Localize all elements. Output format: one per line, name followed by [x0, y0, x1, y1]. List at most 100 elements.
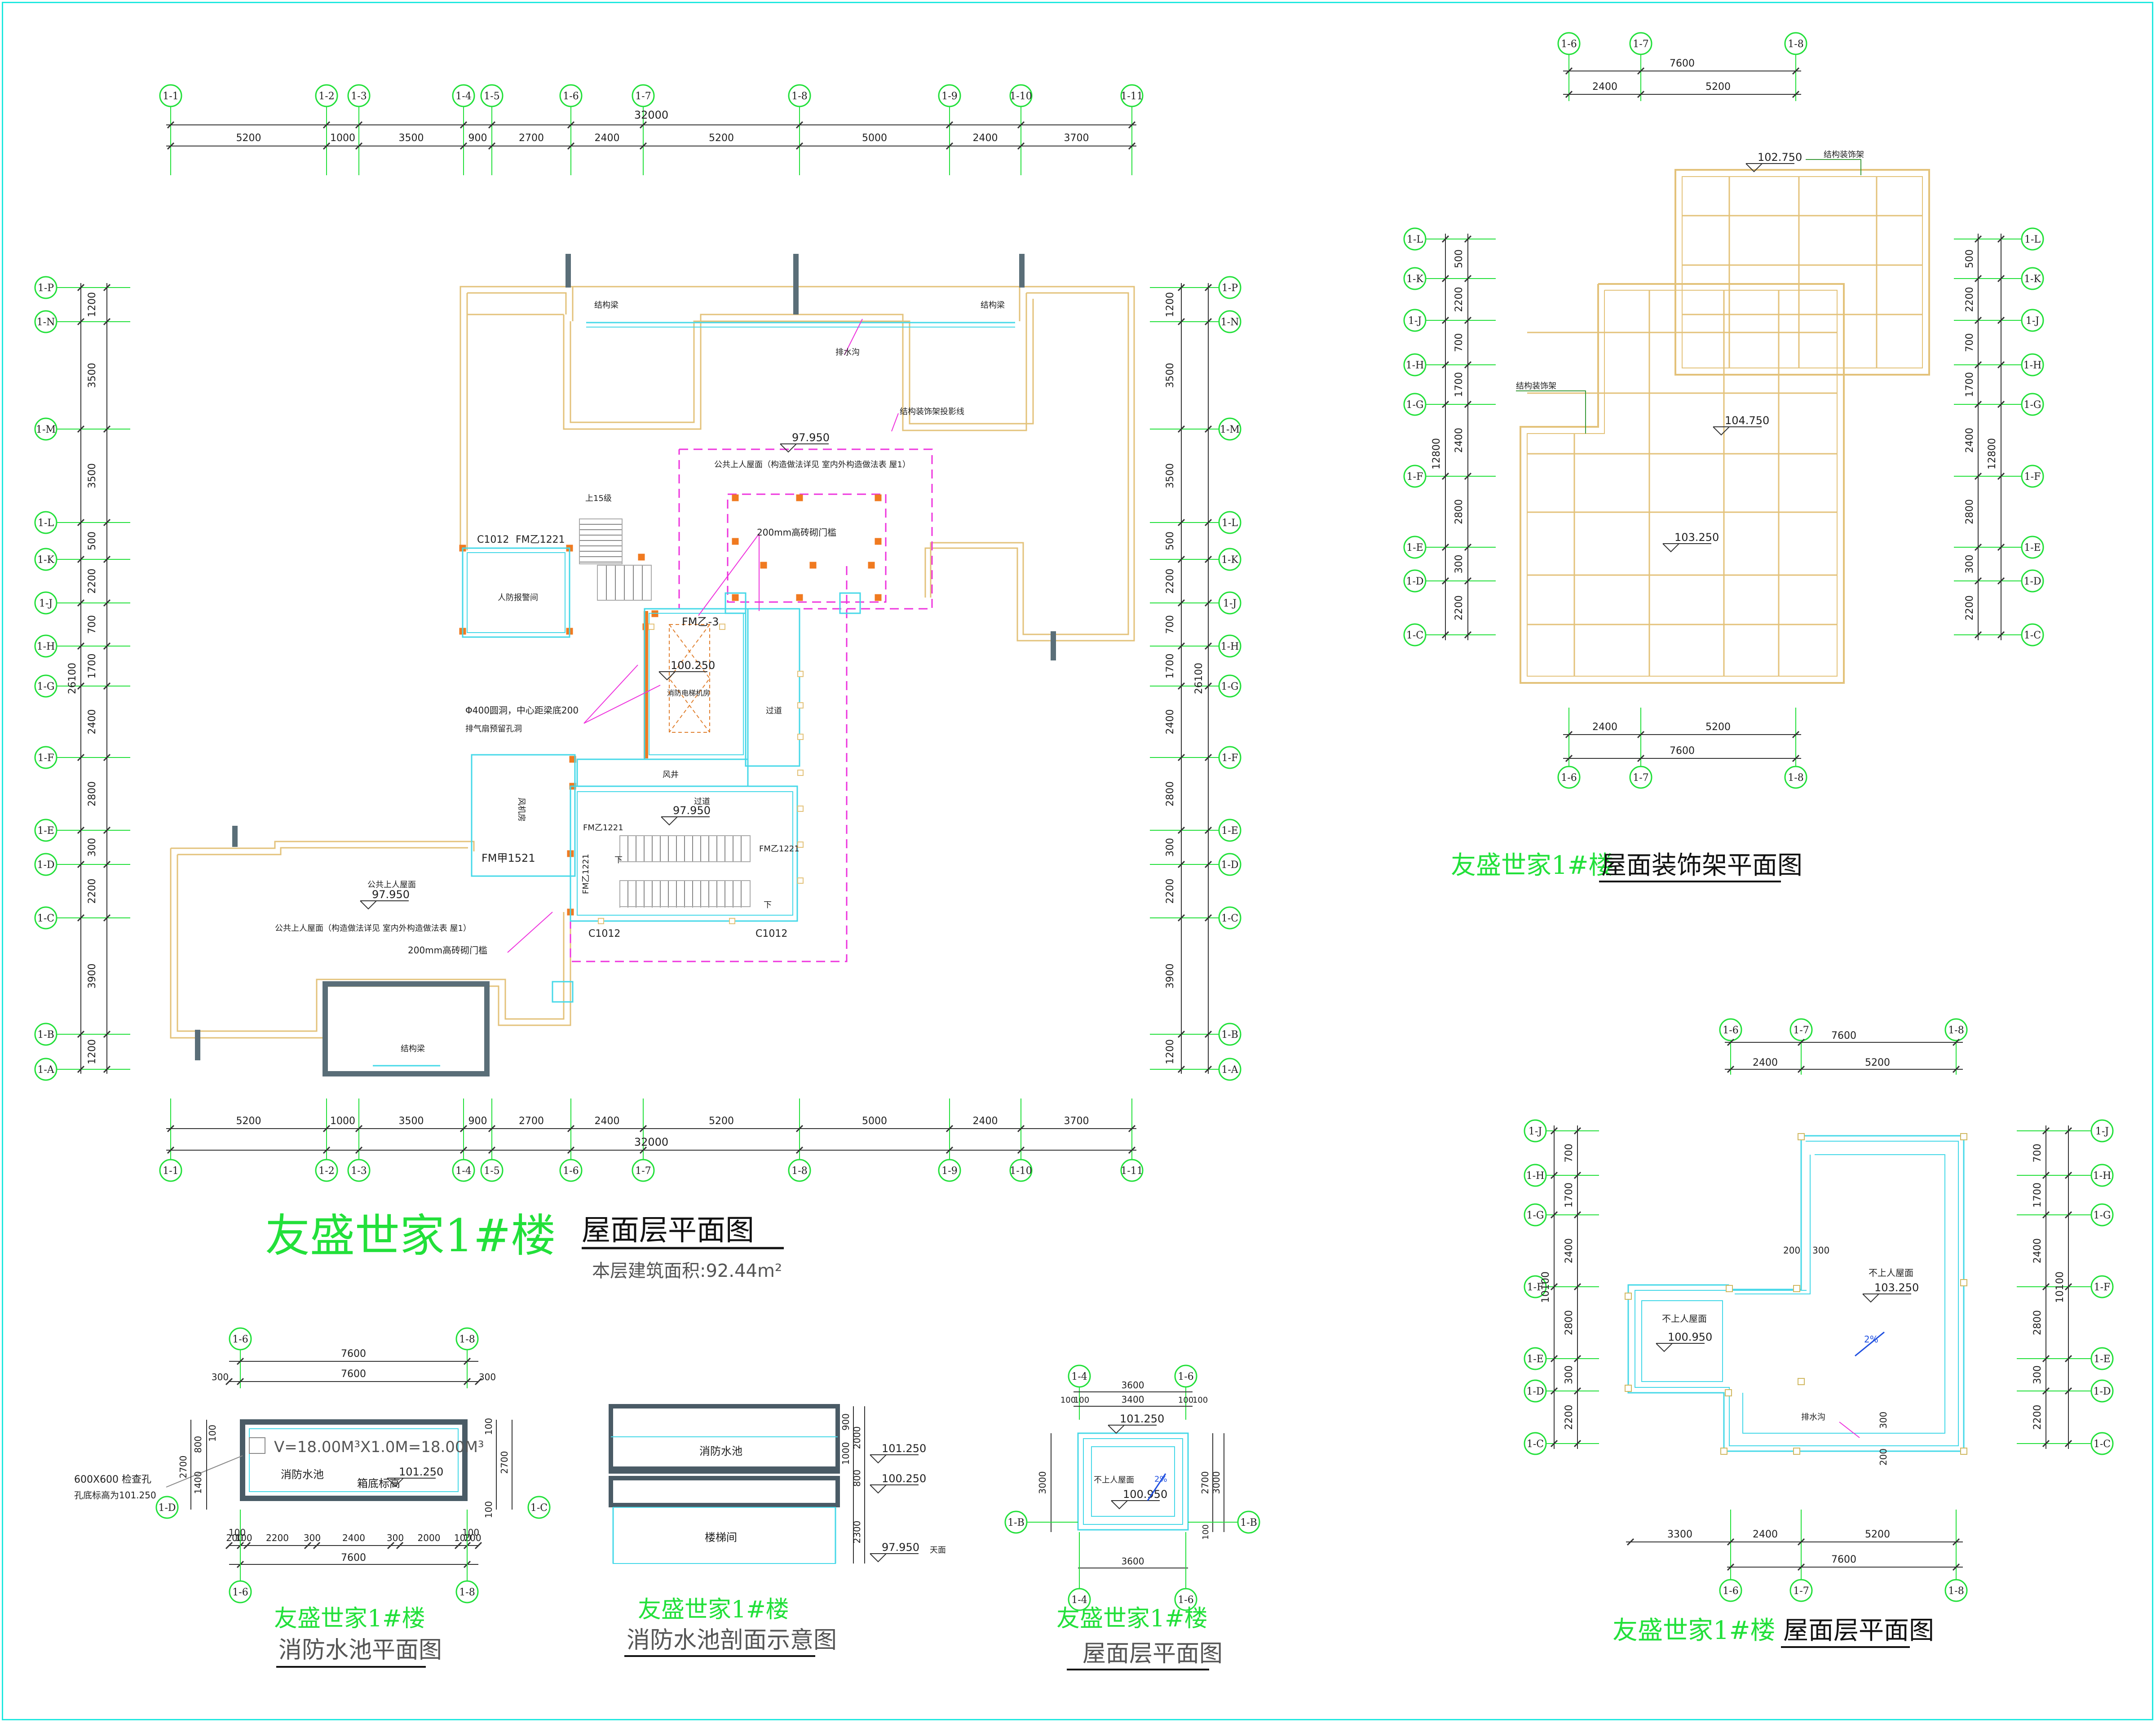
deco-elev-2: 104.750	[1725, 414, 1769, 427]
label-fan-room: 风机房	[517, 797, 526, 822]
section-elev-1: 101.250	[882, 1442, 926, 1455]
rs-right-dim-value: 1700	[2032, 1183, 2043, 1208]
rs-left-bubble-label: 1-E	[1527, 1354, 1544, 1365]
fan-room	[471, 754, 576, 877]
right-dim-tick	[1204, 1065, 1212, 1073]
section-tank-wall	[609, 1404, 840, 1474]
bottom-dim-value: 2700	[519, 1116, 544, 1127]
section-stair-name: 楼梯间	[705, 1531, 737, 1544]
rs-bottom-total-value: 7600	[1831, 1554, 1856, 1565]
rs-post	[1720, 1448, 1727, 1455]
rs-drain-leader	[1839, 1422, 1860, 1438]
bottom-dim-tick	[167, 1125, 175, 1133]
dim-tick	[2064, 1283, 2072, 1291]
right-dim-value: 500	[1165, 532, 1176, 550]
room-alarm-inner	[467, 552, 566, 633]
label-down: 下	[614, 855, 623, 865]
dim-tick	[1997, 400, 2005, 408]
deco-right-dim-value: 1700	[1964, 372, 1975, 397]
dim-tick	[1797, 1563, 1805, 1571]
top-axis-bubble-label: 1-7	[635, 91, 651, 102]
tiny-axis-b-label: 1-B	[1240, 1517, 1257, 1528]
label-air-shaft: 风井	[663, 770, 679, 780]
deco-top-dim: 5200	[1705, 81, 1731, 93]
dim-tick	[304, 1541, 312, 1550]
rs-post	[1960, 1133, 1967, 1140]
label-fmj1521: FM甲1521	[482, 852, 535, 864]
rs-post	[1625, 1385, 1632, 1392]
rs-left-bubble-label: 1-D	[1526, 1386, 1544, 1397]
deco-left-bubble-label: 1-E	[1406, 542, 1423, 554]
left-dim-value: 3500	[87, 463, 98, 488]
tank-wall	[240, 1419, 468, 1501]
leader-phi400b	[583, 685, 661, 724]
left-dim-value: 500	[87, 532, 98, 550]
rs-low-roof	[1641, 1300, 1723, 1382]
bottom-axis-bubble-label: 1-3	[351, 1165, 367, 1177]
dim-tick	[1952, 1538, 1960, 1546]
top-total-tick	[355, 121, 363, 129]
elevator-cross2	[668, 624, 710, 733]
section-dim: 900	[840, 1413, 851, 1431]
tiny-no-access: 不上人屋面	[1094, 1475, 1134, 1485]
right-axis-bubble-label: 1-D	[1221, 859, 1238, 871]
dim-tick	[1727, 1065, 1735, 1073]
leader-200mm	[698, 533, 760, 616]
rs-title-green: 友盛世家1#楼	[1613, 1616, 1776, 1645]
tank-axis-d-label: 1-D	[158, 1502, 176, 1514]
left-dim-tick	[103, 318, 111, 326]
label-deco-projection: 结构装饰架投影线	[900, 407, 964, 416]
top-total-tick	[795, 121, 804, 129]
dim-tick	[1550, 1355, 1558, 1363]
section-slab-2	[609, 1476, 840, 1507]
section-elev-2-triangle	[870, 1484, 888, 1494]
parapet-lower-top	[171, 841, 475, 851]
deco-left-dim-value: 1700	[1454, 372, 1465, 397]
column-post	[760, 562, 767, 569]
right-dim-tick	[1204, 860, 1212, 868]
dim-tick	[2042, 1171, 2050, 1179]
rs-left-dim-value: 2400	[1564, 1238, 1575, 1263]
top-axis-bubble-label: 1-10	[1010, 91, 1032, 102]
dim-tick	[1974, 400, 1982, 408]
right-dim-tick	[1177, 753, 1185, 762]
left-axis-bubble-label: 1-J	[39, 598, 53, 609]
left-axis-bubble-label: 1-C	[37, 913, 54, 924]
room-fire-elevator	[644, 608, 749, 760]
deco-left-bubble-label: 1-J	[1408, 315, 1422, 327]
parapet-notch-inner	[570, 299, 1034, 425]
dim-tick	[225, 1541, 233, 1550]
deco-top-dim: 2400	[1592, 81, 1617, 93]
rs-dim-300b: 300	[1878, 1412, 1889, 1429]
bottom-dim-value: 2400	[595, 1116, 620, 1127]
stair-core-inner	[577, 791, 793, 916]
left-dim-tick	[103, 642, 111, 650]
top-dim-value: 3700	[1064, 133, 1089, 144]
left-dim-tick	[103, 599, 111, 607]
tank-btotal: 7600	[341, 1552, 366, 1564]
stair-flight-b	[619, 880, 751, 907]
deco-right-dim-value: 700	[1964, 333, 1975, 352]
deco-right-bubble-label: 1-K	[2024, 274, 2041, 285]
right-dim-value: 3500	[1165, 363, 1176, 388]
left-dim-tick	[77, 1030, 85, 1038]
left-dim-tick	[77, 1065, 85, 1073]
dim-tick	[1626, 1538, 1635, 1546]
parapet-inner-a	[467, 292, 567, 314]
right-dim-value: 1200	[1165, 1039, 1176, 1064]
right-axis-bubble-label: 1-B	[1221, 1029, 1238, 1041]
shaft-b	[839, 592, 861, 614]
parapet-notch-outer	[563, 293, 1027, 431]
bottom-dim-tick	[1017, 1125, 1025, 1133]
rs-right-bubble-label: 1-E	[2094, 1354, 2111, 1365]
column-post	[732, 538, 739, 545]
dim-tick	[1637, 67, 1645, 75]
label-phi400: Φ400圆洞，中心距梁底200	[465, 705, 579, 716]
door-marker	[797, 842, 804, 848]
dim-tick	[1792, 754, 1800, 762]
rs-right-bubble-label: 1-D	[2093, 1386, 2111, 1397]
label-deco-frame: 结构装饰架	[1824, 150, 1864, 159]
plan-title-green: 友盛世家1#楼	[265, 1209, 556, 1262]
room-alarm	[462, 547, 570, 638]
rs-right-dim-value: 2800	[2032, 1310, 2043, 1335]
